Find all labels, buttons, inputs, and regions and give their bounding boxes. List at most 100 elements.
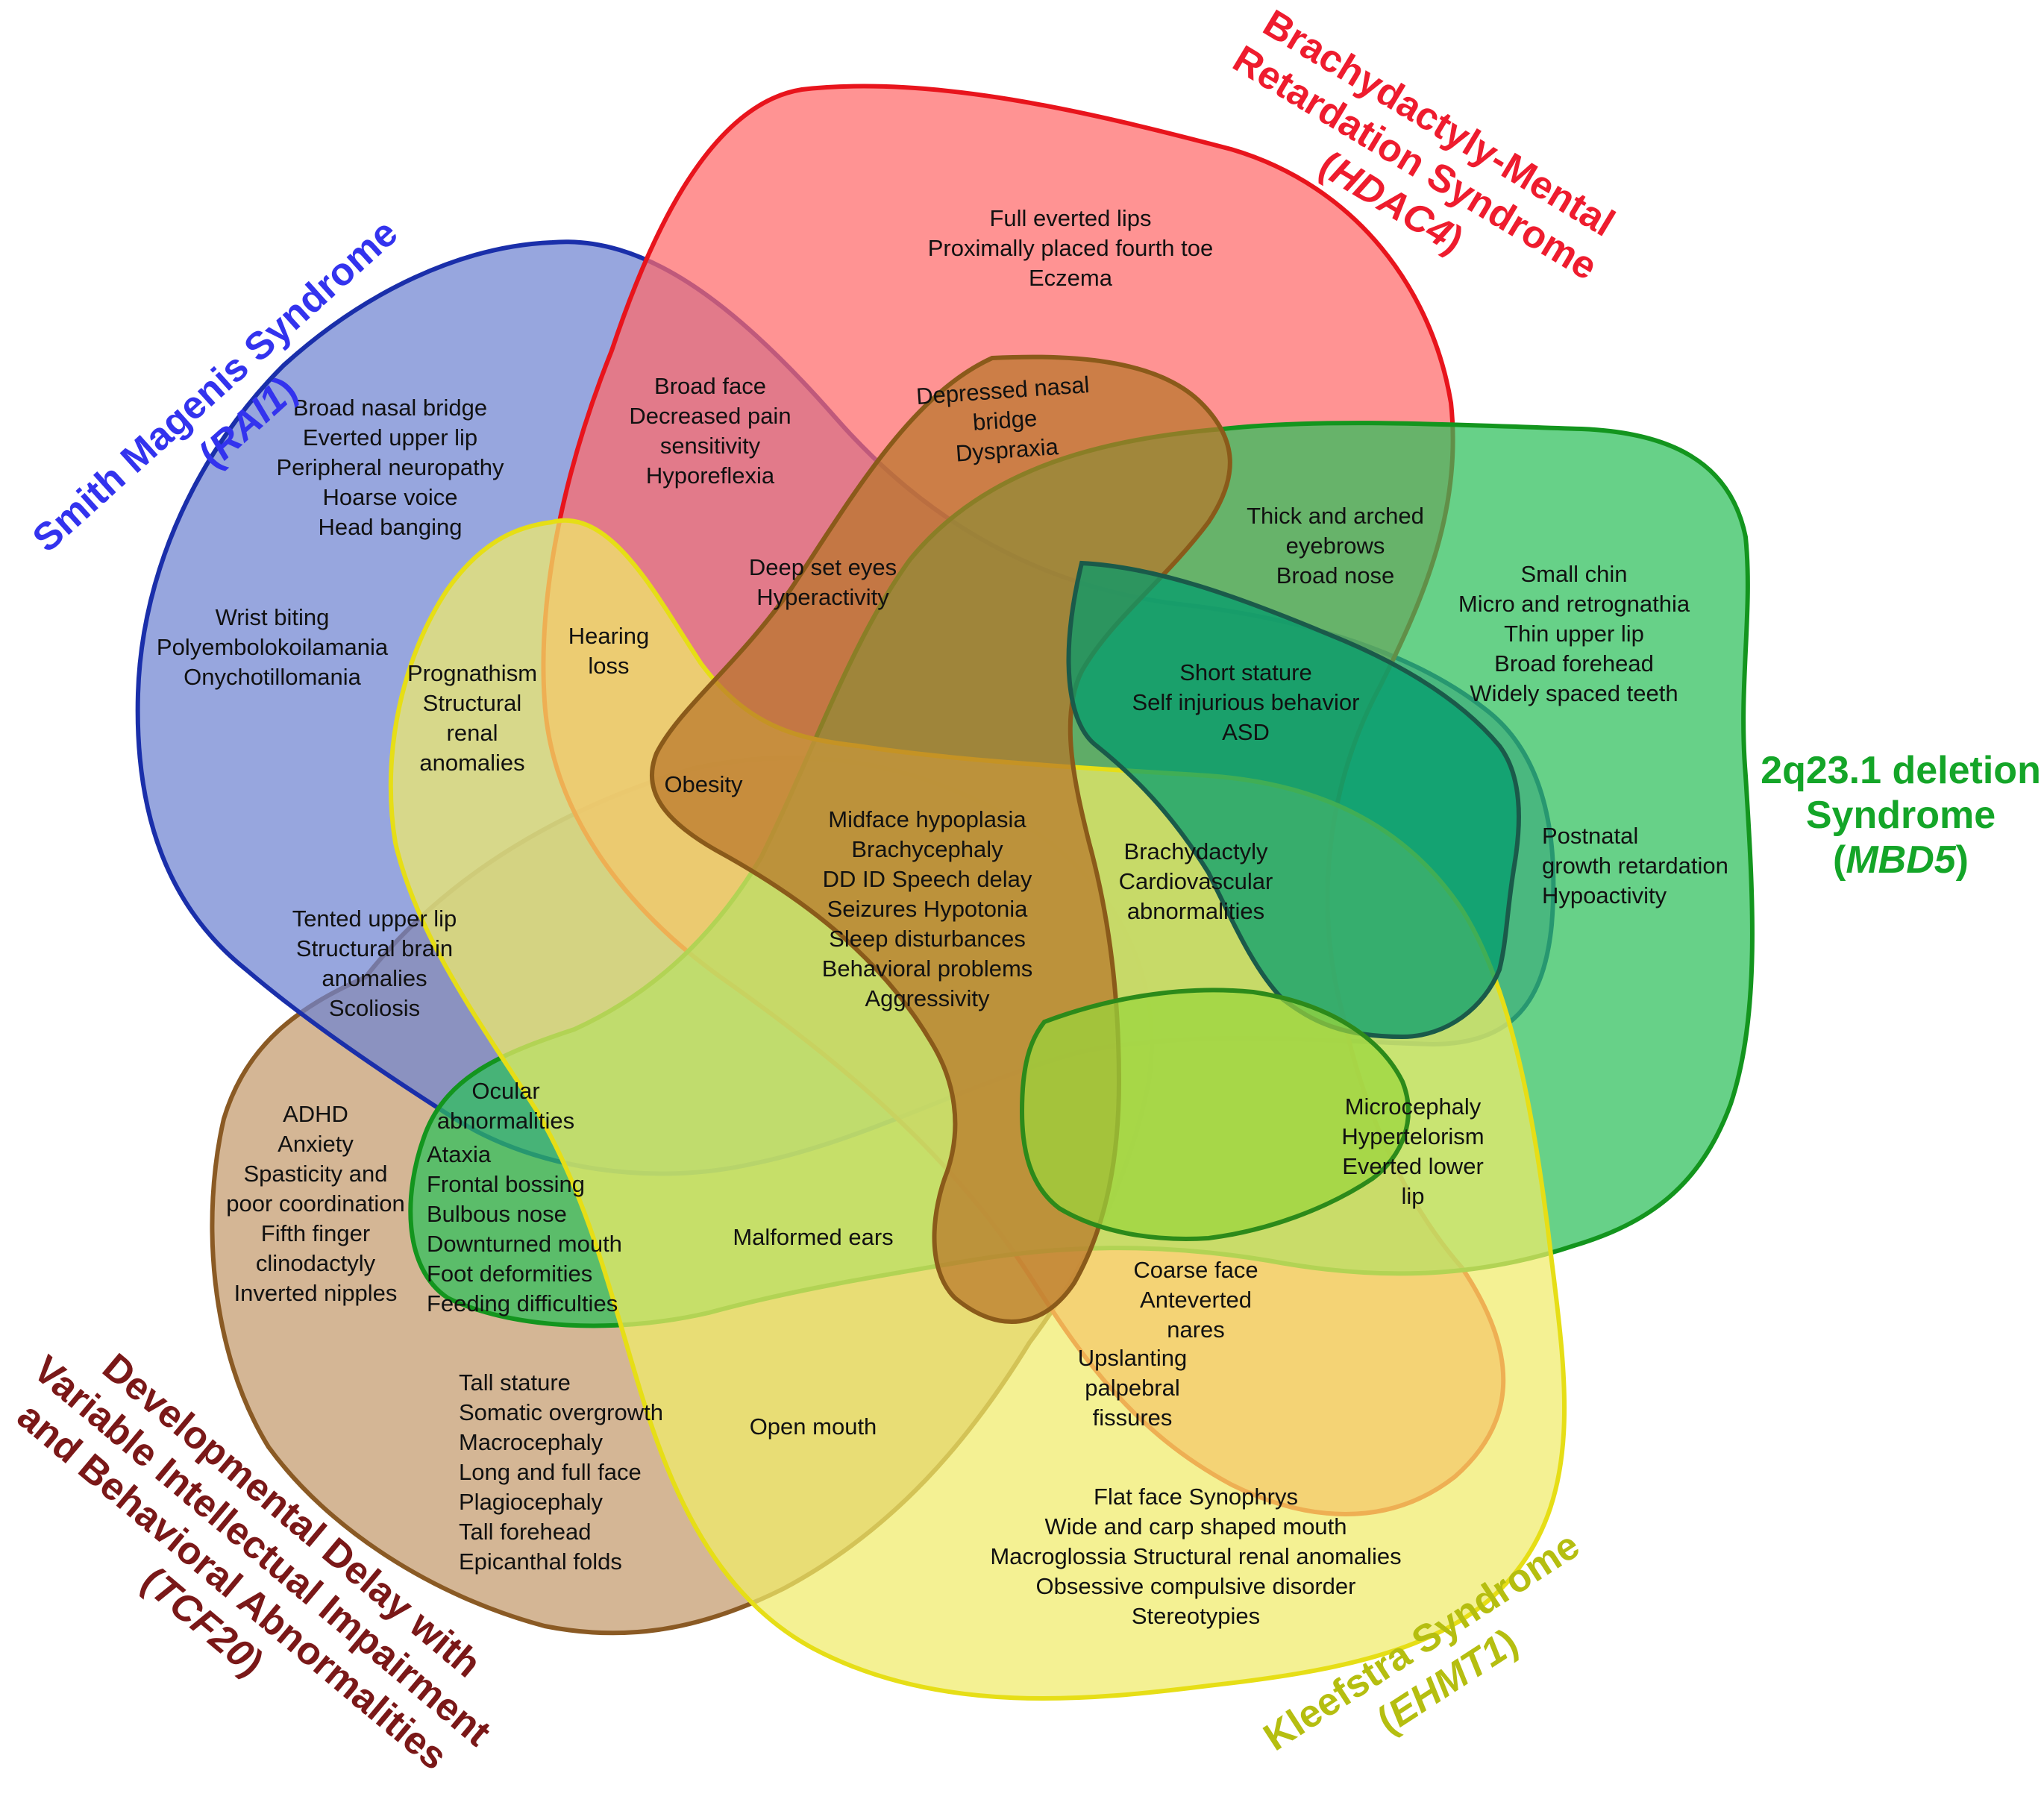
region-line: eyebrows [1286, 533, 1385, 559]
region-line: Everted upper lip [303, 424, 477, 451]
region-line: Short stature [1179, 659, 1311, 685]
region-line: Prognathism [407, 660, 537, 686]
paren-open: ( [1833, 838, 1846, 882]
region-line: Wide and carp shaped mouth [1045, 1513, 1347, 1540]
region-line: Eczema [1029, 265, 1113, 291]
region-line: Structural brain [296, 935, 453, 961]
region-line: Small chin [1521, 561, 1628, 587]
region-line: Hyperactivity [756, 584, 889, 610]
inner-green-shape [1019, 988, 1411, 1241]
region-line: ASD [1222, 719, 1270, 745]
region-line: bridge [972, 405, 1038, 436]
region-line: Downturned mouth [427, 1231, 622, 1257]
region-line: Macrocephaly [459, 1429, 603, 1455]
region-line: Cardiovascular [1119, 868, 1273, 894]
region-line: abnormalities [437, 1108, 574, 1134]
region-line: Tall forehead [459, 1519, 592, 1545]
region-line: renal [447, 720, 498, 746]
region-label-hearing-loss: Hearing loss [568, 623, 650, 679]
region-line: Obsessive compulsive disorder [1035, 1573, 1355, 1599]
region-line: Long and full face [459, 1459, 642, 1485]
region-line: Fifth finger [261, 1220, 370, 1246]
region-line: lip [1401, 1183, 1424, 1209]
region-line: Obesity [664, 771, 743, 797]
region-line: Broad face [654, 373, 766, 399]
region-line: loss [588, 653, 629, 679]
region-line: Hypoactivity [1542, 882, 1667, 908]
region-label-obesity: Obesity [664, 771, 743, 797]
region-line: Broad nasal bridge [293, 395, 487, 421]
region-line: growth retardation [1542, 853, 1728, 879]
region-label-ocular: Ocular abnormalities [437, 1078, 574, 1134]
region-line: Stereotypies [1132, 1603, 1260, 1629]
region-line: Widely spaced teeth [1470, 680, 1678, 706]
region-line: Everted lower [1342, 1153, 1484, 1179]
region-line: Wrist biting [216, 604, 330, 630]
region-line: Feeding difficulties [427, 1290, 618, 1316]
region-line: Decreased pain [629, 403, 791, 429]
region-line: Frontal bossing [427, 1171, 585, 1197]
region-line: fissures [1093, 1405, 1173, 1431]
region-line: Thick and arched [1247, 503, 1424, 529]
region-line: Bulbous nose [427, 1201, 567, 1227]
region-line: Self injurious behavior [1132, 689, 1359, 715]
region-line: Tented upper lip [292, 906, 457, 932]
region-line: Hoarse voice [323, 484, 458, 510]
region-line: poor coordination [226, 1190, 405, 1217]
region-line: anomalies [322, 965, 427, 991]
region-line: Anteverted [1140, 1287, 1252, 1313]
region-line: Upslanting [1078, 1345, 1187, 1371]
region-line: Thin upper lip [1504, 621, 1644, 647]
set-shapes [135, 84, 1755, 1701]
region-line: Structural [423, 690, 522, 716]
region-line: Hyporeflexia [646, 462, 775, 489]
region-line: Onychotillomania [184, 664, 362, 690]
region-line: Brachydactyly [1124, 838, 1268, 864]
region-line: anomalies [419, 750, 524, 776]
region-line: Sleep disturbances [829, 926, 1026, 952]
region-line: Proximally placed fourth toe [928, 235, 1214, 261]
region-line: Coarse face [1133, 1257, 1258, 1283]
region-label-malformed-ears: Malformed ears [733, 1224, 893, 1250]
region-line: Foot deformities [427, 1261, 592, 1287]
region-line: Malformed ears [733, 1224, 893, 1250]
region-line: Postnatal [1542, 823, 1638, 849]
region-line: Flat face Synophrys [1094, 1484, 1298, 1510]
region-line: Seizures Hypotonia [827, 896, 1029, 922]
region-line: Micro and retrognathia [1458, 591, 1690, 617]
region-line: DD ID Speech delay [823, 866, 1032, 892]
region-line: Ataxia [427, 1141, 492, 1167]
region-line: Macroglossia Structural renal anomalies [990, 1543, 1401, 1569]
paren-close: ) [1956, 838, 1969, 882]
region-line: Broad forehead [1494, 650, 1654, 677]
region-line: clinodactyly [256, 1250, 376, 1276]
region-line: abnormalities [1127, 898, 1264, 924]
set-title-line: Syndrome [1806, 794, 1996, 837]
region-line: Ocular [471, 1078, 539, 1104]
region-line: Midface hypoplasia [828, 806, 1026, 832]
region-line: Brachycephaly [851, 836, 1003, 862]
region-line: Aggressivity [865, 985, 990, 1011]
region-line: ADHD [283, 1101, 348, 1127]
region-line: Microcephaly [1345, 1093, 1482, 1120]
region-line: Hearing [568, 623, 650, 649]
